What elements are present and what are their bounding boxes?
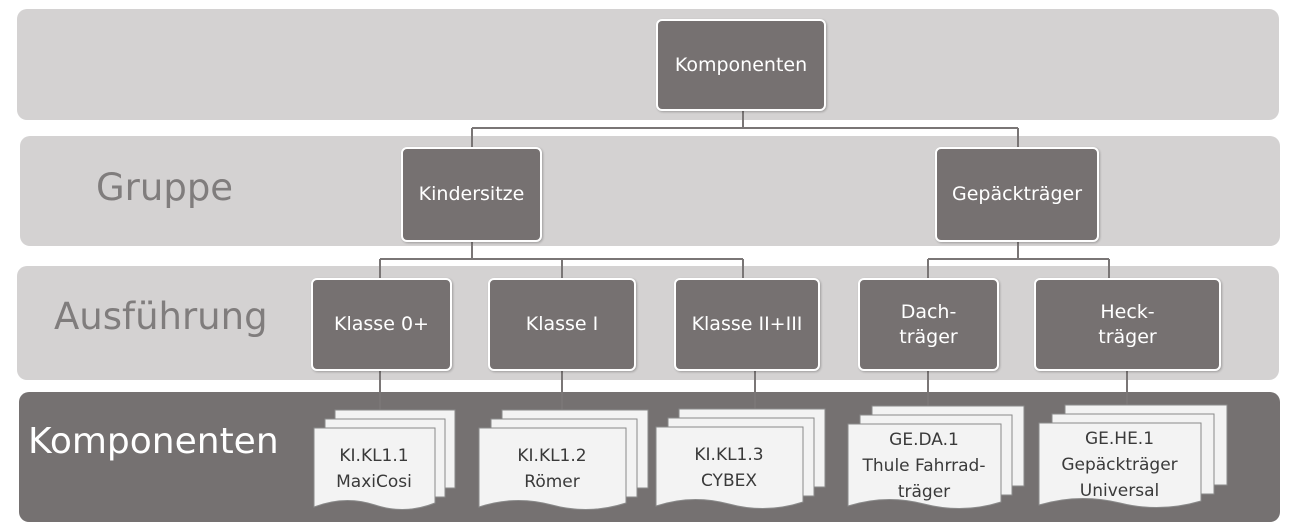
node-ausfuehrung-klasse-0plus[interactable]: Klasse 0+: [311, 278, 452, 371]
document-stack-icon: [847, 405, 1025, 510]
node-gruppe-kindersitze[interactable]: Kindersitze: [401, 147, 542, 242]
node-ausfuehrung-hecktraeger[interactable]: Heck- träger: [1034, 278, 1221, 371]
document-stack-ki-kl1-3[interactable]: KI.KL1.3 CYBEX: [655, 408, 830, 516]
document-label: KI.KL1.2 Römer: [517, 446, 587, 492]
document-label: KI.KL1.3 CYBEX: [694, 445, 764, 491]
document-stack-ge-da-1[interactable]: GE.DA.1 Thule Fahrrad- träger: [847, 405, 1029, 515]
node-ausfuehrung-label: Dach- träger: [899, 300, 958, 348]
connector-kindersitze: [379, 241, 744, 279]
node-root[interactable]: Komponenten: [656, 19, 826, 111]
connector-komponenten: [379, 370, 1128, 410]
document-label: GE.DA.1 Thule Fahrrad- träger: [862, 430, 986, 502]
document-label: KI.KL1.1 MaxiCosi: [336, 446, 412, 492]
node-ausfuehrung-label: Klasse 0+: [334, 313, 429, 335]
node-ausfuehrung-label: Klasse II+III: [691, 313, 803, 335]
node-gruppe-gepaecktraeger[interactable]: Gepäckträger: [935, 147, 1099, 242]
document-stack-icon: [655, 408, 826, 510]
document-stack-icon: [1038, 404, 1228, 508]
document-stack-icon: [313, 409, 456, 510]
band-label-gruppe: Gruppe: [96, 166, 234, 209]
document-stack-ki-kl1-1[interactable]: KI.KL1.1 MaxiCosi: [313, 409, 463, 517]
node-ausfuehrung-klasse-2-3[interactable]: Klasse II+III: [674, 278, 820, 371]
band-label-ausfuehrung: Ausführung: [54, 295, 268, 338]
document-stack-ki-kl1-2[interactable]: KI.KL1.2 Römer: [478, 409, 653, 517]
node-gruppe-label: Gepäckträger: [951, 183, 1083, 205]
node-root-label: Komponenten: [674, 53, 808, 76]
document-stack-ge-he-1[interactable]: GE.HE.1 Gepäckträger Universal: [1038, 404, 1230, 514]
band-root: [17, 9, 1279, 120]
node-ausfuehrung-klasse-1[interactable]: Klasse I: [488, 278, 636, 371]
band-label-komponenten: Komponenten: [28, 421, 279, 462]
node-ausfuehrung-label: Heck- träger: [1098, 300, 1157, 348]
document-stack-icon: [478, 409, 649, 511]
connector-root-gruppen: [471, 110, 1019, 148]
connector-gepaecktraeger: [927, 241, 1110, 279]
node-ausfuehrung-dachtraeger[interactable]: Dach- träger: [858, 278, 999, 371]
node-gruppe-label: Kindersitze: [418, 183, 525, 205]
node-ausfuehrung-label: Klasse I: [525, 313, 599, 335]
document-label: GE.HE.1 Gepäckträger Universal: [1061, 429, 1178, 501]
